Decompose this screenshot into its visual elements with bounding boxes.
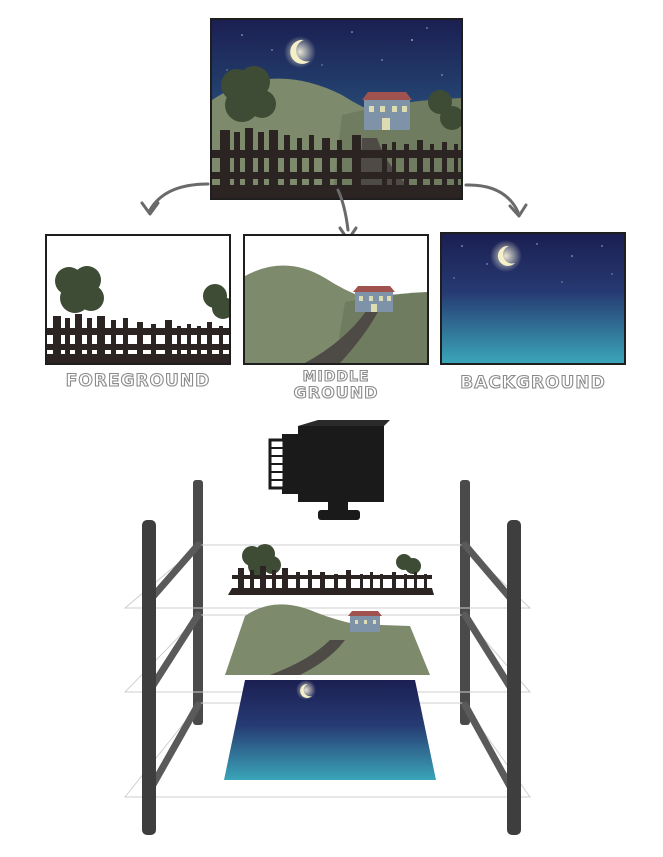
middle-ground-label-line2: GROUND — [293, 383, 379, 402]
background-layer — [224, 680, 436, 780]
middle-ground-layer — [225, 604, 430, 675]
middle-ground-label-line1: MIDDLE — [302, 369, 370, 385]
middle-ground-panel — [243, 234, 429, 365]
foreground-layer — [228, 544, 434, 595]
camera-icon — [268, 420, 390, 520]
background-panel — [440, 232, 626, 365]
stand-front — [142, 520, 521, 835]
moon-icon — [290, 39, 310, 64]
background-label: BACKGROUND — [460, 373, 606, 393]
moon-icon — [497, 245, 515, 266]
composite-scene-panel — [210, 18, 463, 200]
foreground-label: FOREGROUND — [65, 371, 211, 391]
stand-back — [193, 480, 470, 725]
foreground-panel — [45, 234, 231, 365]
